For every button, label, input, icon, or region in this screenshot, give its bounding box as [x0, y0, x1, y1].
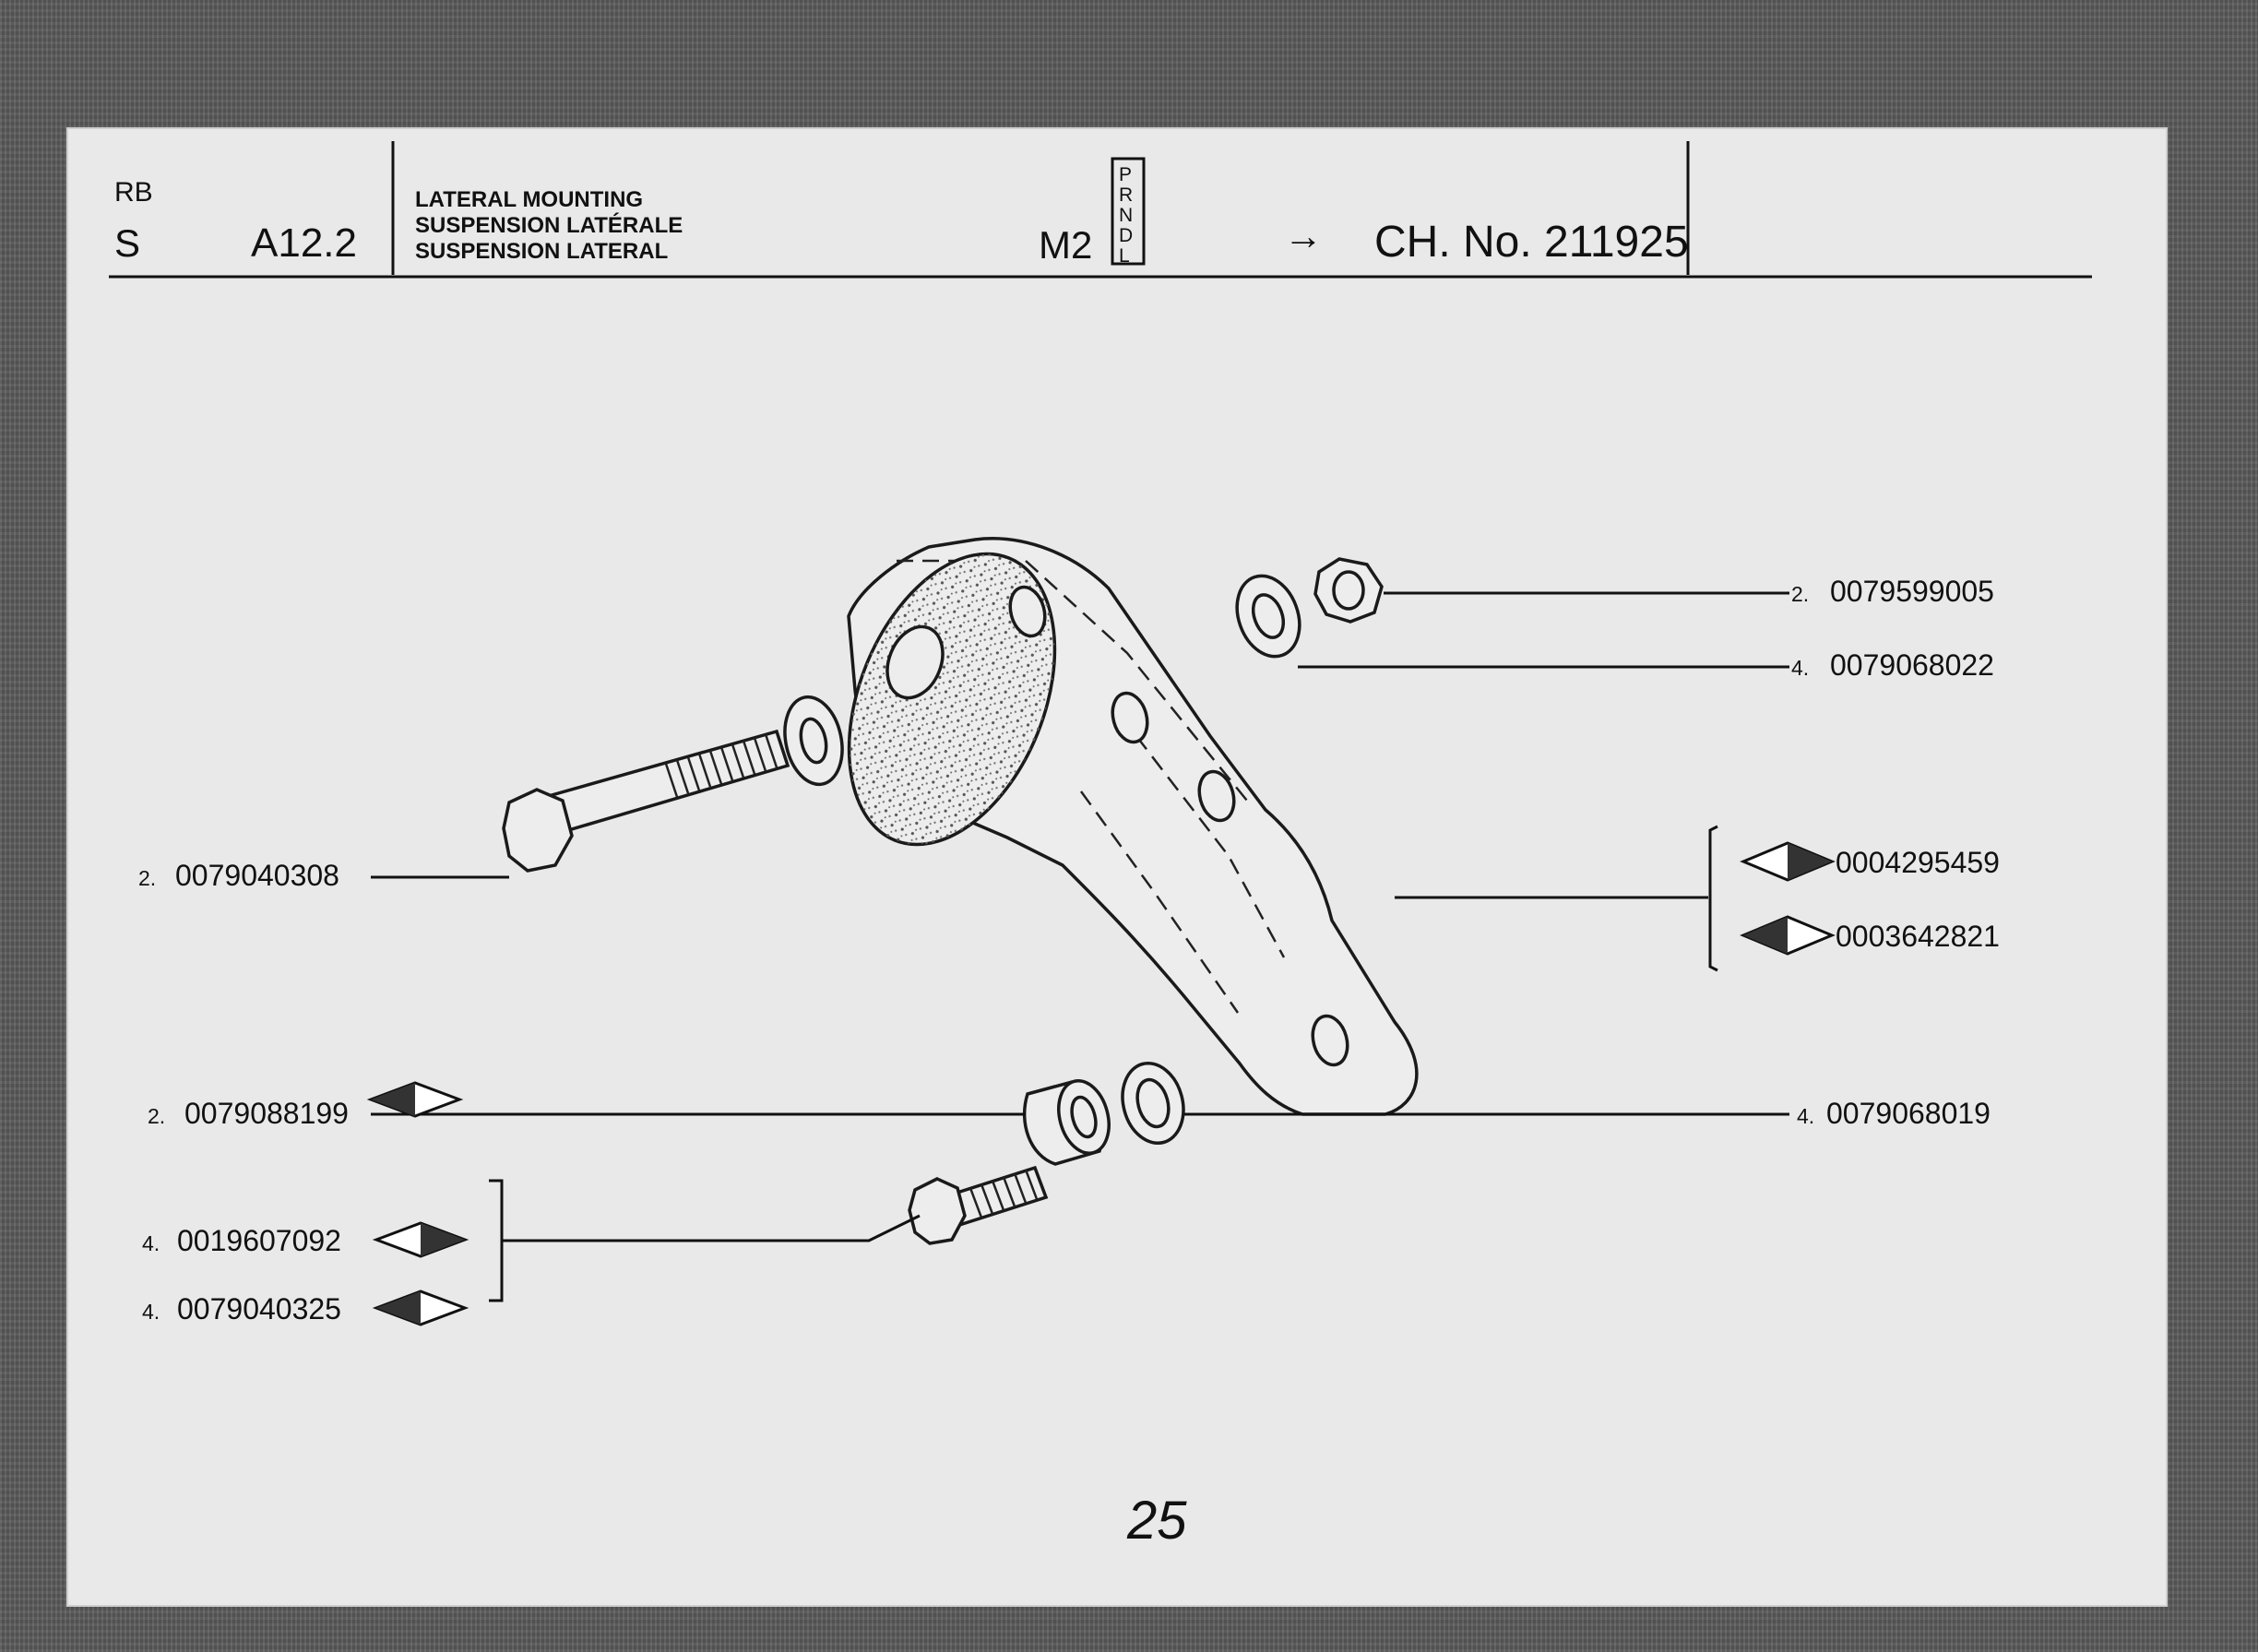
bracket-rib-dashed-3: [1079, 790, 1240, 1014]
arrow-icon: →: [1284, 214, 1323, 257]
bracket-hole-4: [1311, 1014, 1349, 1067]
callout-part-number: 0004295459: [1836, 846, 2000, 879]
bracket-hole-3: [1197, 769, 1236, 823]
long-bolt: [502, 695, 844, 873]
long-bolt-head: [502, 788, 574, 873]
model-code: M2: [1039, 223, 1092, 267]
washer-bolt-hole: [799, 717, 828, 765]
diamond-marker-shade: [1743, 917, 1788, 954]
callout-qty: 4.: [1797, 1104, 1814, 1128]
code-rb: RB: [114, 177, 153, 208]
short-bolt-head: [908, 1177, 967, 1245]
title-line-1: LATERAL MOUNTING: [415, 187, 643, 212]
parts-catalog-page: RB S A12.2 LATERAL MOUNTING SUSPENSION L…: [66, 127, 2168, 1607]
leader-short-bolt: [502, 1214, 921, 1242]
diamond-marker-shade: [1788, 843, 1832, 880]
hex-nut-hole: [1332, 570, 1365, 611]
section-code: A12.2: [251, 220, 357, 266]
short-bolt-thread: [969, 1169, 1039, 1218]
long-bolt-shank: [536, 729, 790, 838]
exploded-parts-diagram: RB S A12.2 LATERAL MOUNTING SUSPENSION L…: [109, 141, 2092, 1551]
bracket-hole-2: [1111, 691, 1149, 744]
callout-labels: 2. 0079599005 4. 0079068022 2. 007904030…: [138, 575, 2000, 1326]
diamond-marker-shade: [421, 1223, 465, 1256]
diamond-marker-shade: [371, 1083, 415, 1116]
callout-part-number: 0079040325: [177, 1292, 341, 1325]
long-bolt-thread: [664, 733, 778, 798]
bracket-brace-right: [1708, 825, 1718, 972]
code-s: S: [114, 221, 140, 265]
callout-qty: 2.: [1791, 582, 1809, 606]
gear-letter-d: D: [1119, 225, 1133, 246]
bracket-brace-left: [489, 1179, 504, 1302]
callout-qty: 2.: [148, 1104, 165, 1128]
callout-qty: 4.: [142, 1231, 160, 1255]
gear-letter-l: L: [1119, 245, 1130, 267]
rubber-mount-center-hole: [885, 624, 945, 700]
rubber-mount-texture: [849, 553, 1055, 845]
callout-part-number: 0019607092: [177, 1224, 341, 1257]
chassis-number: CH. No. 211925: [1374, 218, 1689, 267]
callout-qty: 2.: [138, 866, 156, 890]
callout-part-number: 0079088199: [184, 1097, 349, 1130]
callout-part-number: 0079599005: [1830, 575, 1994, 608]
callout-part-number: 0079068022: [1830, 648, 1994, 682]
leader-lines: [371, 591, 1789, 1302]
callout-part-number: 0079040308: [175, 859, 339, 892]
diamond-marker-shade: [376, 1291, 421, 1325]
header-block: RB S A12.2 LATERAL MOUNTING SUSPENSION L…: [109, 141, 2092, 279]
callout-qty: 4.: [142, 1300, 160, 1324]
callout-qty: 4.: [1791, 656, 1809, 680]
callout-part-number: 0079068019: [1826, 1097, 1991, 1130]
gear-selector-box: [1111, 157, 1146, 266]
bracket-hole-1: [1008, 585, 1047, 638]
washer-top-hole: [1251, 593, 1286, 639]
gear-letter-p: P: [1119, 164, 1132, 185]
nut-and-washer-top: [1235, 557, 1384, 659]
spacer-hole: [1070, 1095, 1098, 1139]
washer-bottom-hole: [1135, 1077, 1171, 1129]
bottom-hardware: [908, 1061, 1185, 1245]
page-number: 25: [1126, 1491, 1187, 1551]
title-line-3: SUSPENSION LATERAL: [415, 239, 668, 264]
callout-part-number: 0003642821: [1836, 920, 2000, 953]
title-line-2: SUSPENSION LATÉRALE: [415, 212, 683, 238]
gear-letter-n: N: [1119, 205, 1133, 226]
gear-letter-r: R: [1119, 184, 1133, 206]
mounting-bracket-drawing: [847, 537, 1419, 1116]
